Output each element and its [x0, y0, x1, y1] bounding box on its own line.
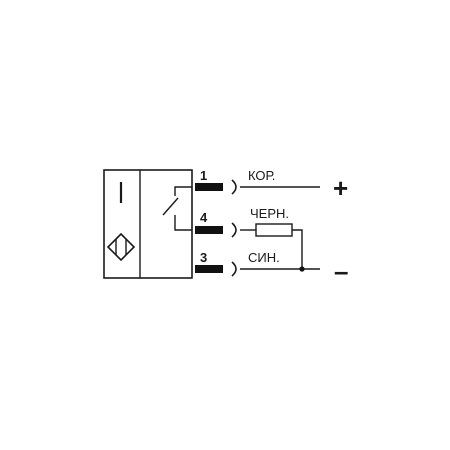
plus-sign: + [333, 173, 348, 203]
wire-4-to-common [292, 229, 303, 269]
connector-1-bracket [231, 179, 237, 195]
minus-sign: – [334, 256, 348, 286]
pin-4-number: 4 [200, 210, 208, 225]
wire-3-color-label: СИН. [248, 250, 280, 265]
wire-1-color-label: КОР. [248, 168, 275, 183]
wire-4-color-label: ЧЕРН. [250, 206, 289, 221]
junction-dot [299, 266, 305, 272]
pin-3-number: 3 [200, 250, 207, 265]
pin-3-terminal [195, 265, 223, 273]
connector-3-bracket [231, 261, 237, 277]
pin-4-terminal [195, 226, 223, 234]
inductive-diamond-icon [106, 232, 136, 262]
pin-1-number: 1 [200, 168, 207, 183]
switch-contact-icon [162, 186, 192, 231]
sensor-housing [103, 169, 193, 279]
connector-4-bracket [231, 222, 237, 238]
pin-1-terminal [195, 183, 223, 191]
resistor-icon [255, 223, 293, 237]
